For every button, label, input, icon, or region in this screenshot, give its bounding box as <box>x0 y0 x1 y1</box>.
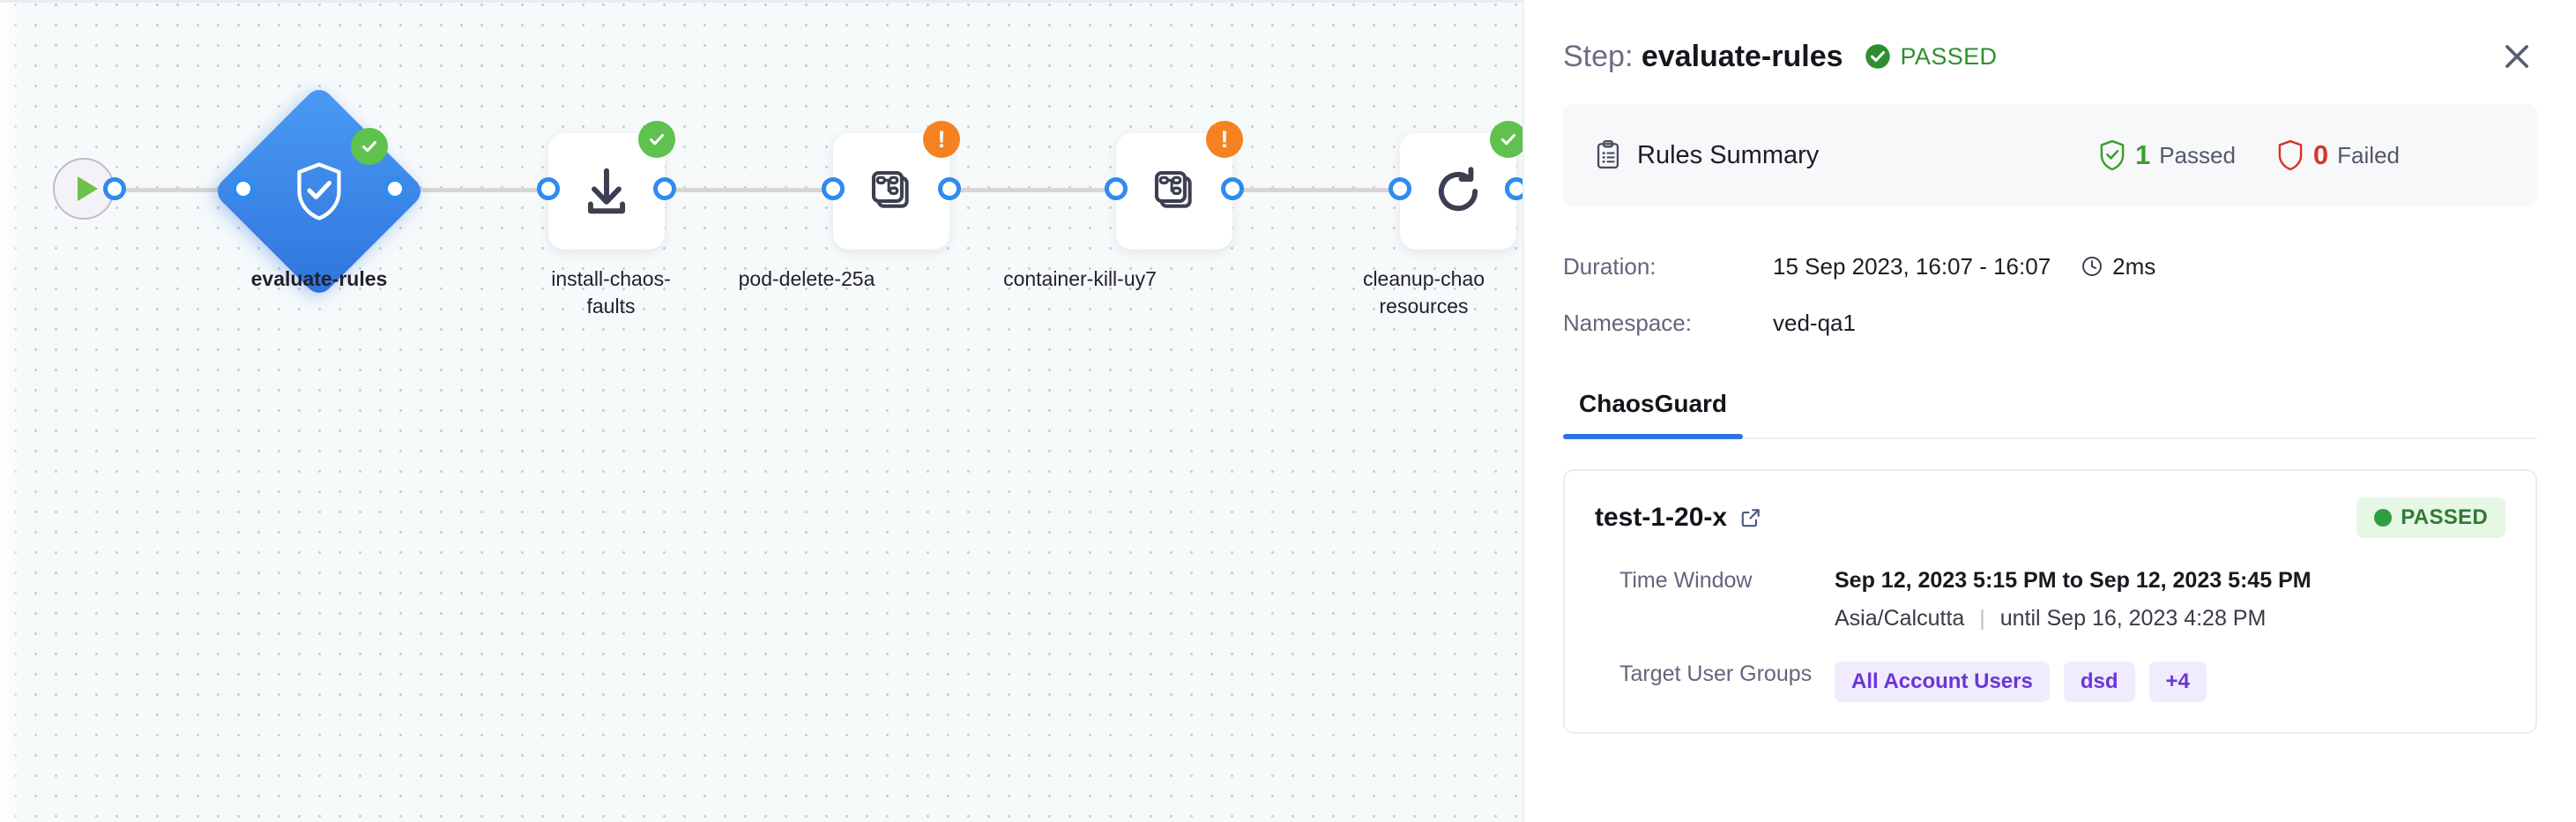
node-status-success-icon <box>1490 121 1523 158</box>
time-window-timezone-line: Asia/Calcutta | until Sep 16, 2023 4:28 … <box>1835 606 2312 631</box>
meta-value: 15 Sep 2023, 16:07 - 16:07 2ms <box>1773 253 2155 280</box>
status-text: PASSED <box>1900 42 1998 70</box>
port-container-kill-uy7-in[interactable] <box>1105 177 1128 200</box>
rules-summary-title: Rules Summary <box>1637 140 1820 169</box>
node-status-success-icon <box>638 121 675 158</box>
rule-row-key: Time Window <box>1619 568 1753 593</box>
check-circle-icon <box>1865 44 1890 69</box>
page-title: Step: evaluate-rules <box>1563 40 1843 74</box>
node-body[interactable] <box>212 84 427 299</box>
pipeline-node-cleanup-chaos-resources[interactable] <box>1400 121 1523 250</box>
pipeline-start-node[interactable] <box>53 158 115 220</box>
meta-key: Duration: <box>1563 252 1657 280</box>
node-label-pod-delete-25a: pod-delete-25a <box>738 267 875 290</box>
pipeline-canvas[interactable]: ! ! evaluate-rules install-chaos-faults po… <box>0 0 1523 822</box>
chaos-fault-icon <box>1154 170 1192 208</box>
rule-card-header: test-1-20-x PASSED <box>1595 497 2505 538</box>
target-user-groups-label: Target User Groups <box>1619 661 1813 686</box>
rules-failed-count: 0 <box>2312 139 2329 170</box>
port-pod-delete-25a-in[interactable] <box>822 177 845 200</box>
tab-chaosguard[interactable]: ChaosGuard <box>1563 379 1744 439</box>
duration-text: 2ms <box>2112 252 2156 280</box>
node-status-success-icon <box>351 128 388 165</box>
duration-chip: 2ms <box>2081 253 2155 280</box>
rule-row-target-user-groups: Target User Groups All Account Users dsd +… <box>1595 661 2505 702</box>
step-label: Step: <box>1563 39 1634 73</box>
panel-header: Step: evaluate-rules PASSED <box>1563 0 2537 104</box>
download-icon <box>587 168 626 214</box>
rule-name: test-1-20-x <box>1595 503 1728 532</box>
node-label-container-kill-uy7: container-kill-uy7 <box>1003 267 1157 290</box>
meta-row-namespace: Namespace: ved-qa1 <box>1563 295 2537 351</box>
close-icon <box>2505 45 2528 68</box>
pipeline-node-install-chaos-faults[interactable] <box>548 121 675 250</box>
rules-passed-label: Passed <box>2159 141 2236 168</box>
chaos-fault-icon <box>871 170 909 208</box>
rules-summary-panel: Rules Summary 1 Passed 0 Failed <box>1563 104 2537 206</box>
node-label-install-chaos-faults: install-chaos-faults <box>551 267 671 318</box>
port-cleanup-chaos-resources-in[interactable] <box>1389 177 1411 200</box>
step-detail-panel: Step: evaluate-rules PASSED <box>1523 0 2576 822</box>
rule-card: test-1-20-x PASSED Time Window Sep 12, 2 <box>1563 469 2537 734</box>
user-group-chip[interactable]: dsd <box>2063 661 2135 702</box>
node-status-warning-icon: ! <box>1206 121 1243 158</box>
meta-row-duration: Duration: 15 Sep 2023, 16:07 - 16:07 2ms <box>1563 238 2537 295</box>
meta-value-text: 15 Sep 2023, 16:07 - 16:07 <box>1773 252 2051 280</box>
port-evaluate-rules-out[interactable] <box>383 177 406 200</box>
rule-status-badge: PASSED <box>2356 497 2505 538</box>
node-status-warning-icon: ! <box>923 121 960 158</box>
status-dot-icon <box>2374 509 2393 527</box>
port-install-chaos-faults-in[interactable] <box>537 177 560 200</box>
rules-failed-stat: 0 Failed <box>2276 139 2400 171</box>
meta-value: ved-qa1 <box>1773 310 1856 337</box>
user-group-chip[interactable]: +4 <box>2148 661 2207 702</box>
pipeline-node-container-kill-uy7[interactable]: ! <box>1116 121 1243 250</box>
port-install-chaos-faults-out[interactable] <box>653 177 676 200</box>
step-name: evaluate-rules <box>1641 39 1843 73</box>
rules-failed-label: Failed <box>2337 141 2400 168</box>
status-badge: PASSED <box>1865 43 1998 71</box>
rules-passed-stat: 1 Passed <box>2098 139 2236 171</box>
port-container-kill-uy7-out[interactable] <box>1221 177 1244 200</box>
timezone-text: Asia/Calcutta <box>1835 606 1965 631</box>
rule-row-time-window: Time Window Sep 12, 2023 5:15 PM to Sep … <box>1595 568 2505 631</box>
shield-check-icon <box>2100 139 2125 171</box>
port-start-out[interactable] <box>103 177 126 200</box>
time-window-range: Sep 12, 2023 5:15 PM to Sep 12, 2023 5:4… <box>1835 568 2312 593</box>
clock-icon <box>2082 257 2103 276</box>
meta-key: Namespace: <box>1563 309 1692 336</box>
pipeline-node-pod-delete-25a[interactable]: ! <box>833 121 960 250</box>
node-label-evaluate-rules: evaluate-rules <box>250 267 388 290</box>
divider: | <box>1979 606 1985 631</box>
meta-value-text: ved-qa1 <box>1773 309 1856 336</box>
close-button[interactable] <box>2497 36 2537 77</box>
rule-status-text: PASSED <box>2401 505 2488 529</box>
clipboard-icon <box>1597 140 1619 169</box>
user-group-chip[interactable]: All Account Users <box>1835 661 2050 702</box>
refresh-icon <box>1438 167 1478 212</box>
port-evaluate-rules-in[interactable] <box>232 177 255 200</box>
rules-summary-title-group: Rules Summary <box>1595 140 1819 170</box>
play-icon <box>77 176 98 201</box>
pipeline-connector-rail <box>84 188 1523 192</box>
pipeline-node-evaluate-rules[interactable] <box>212 84 427 299</box>
shield-alert-icon <box>2278 139 2303 171</box>
valid-until-text: until Sep 16, 2023 4:28 PM <box>1999 606 2267 631</box>
port-cleanup-chaos-resources-out[interactable] <box>1505 177 1523 200</box>
external-link-icon[interactable] <box>1739 506 1762 529</box>
panel-tabs[interactable]: ChaosGuard <box>1563 379 2537 439</box>
target-user-group-chips: All Account Users dsd +4 <box>1835 661 2207 702</box>
rules-passed-count: 1 <box>2134 139 2151 170</box>
port-pod-delete-25a-out[interactable] <box>938 177 961 200</box>
shield-check-icon <box>297 162 341 220</box>
rule-row-value: Sep 12, 2023 5:15 PM to Sep 12, 2023 5:4… <box>1835 568 2312 631</box>
rules-summary-stats: 1 Passed 0 Failed <box>2098 139 2400 171</box>
